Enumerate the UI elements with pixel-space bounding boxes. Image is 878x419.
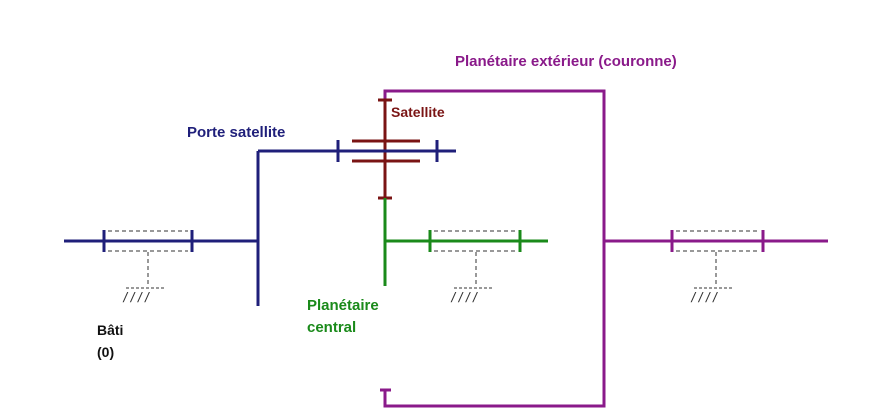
label-planetaire-central-line1: Planétaire: [307, 297, 379, 314]
bearing-center: [434, 230, 516, 286]
label-satellite: Satellite: [391, 104, 445, 120]
porte-satellite: [64, 140, 456, 306]
ground-hatch-left: ////: [122, 290, 151, 304]
label-planetaire-exterieur: Planétaire extérieur (couronne): [455, 53, 677, 70]
planetaire-central: [383, 198, 548, 286]
label-bati-line1: Bâti: [97, 322, 123, 338]
label-planetaire-central-line2: central: [307, 319, 356, 336]
satellite: [352, 98, 420, 200]
couronne-frame: [383, 89, 606, 408]
label-bati-line2: (0): [97, 344, 114, 360]
ground-hatch-center: ////: [450, 290, 479, 304]
bearing-left: [108, 230, 188, 286]
couronne: [380, 89, 828, 408]
bearing-right: [676, 230, 759, 286]
label-porte-satellite: Porte satellite: [187, 124, 285, 141]
ground-hatch-right: ////: [690, 290, 719, 304]
